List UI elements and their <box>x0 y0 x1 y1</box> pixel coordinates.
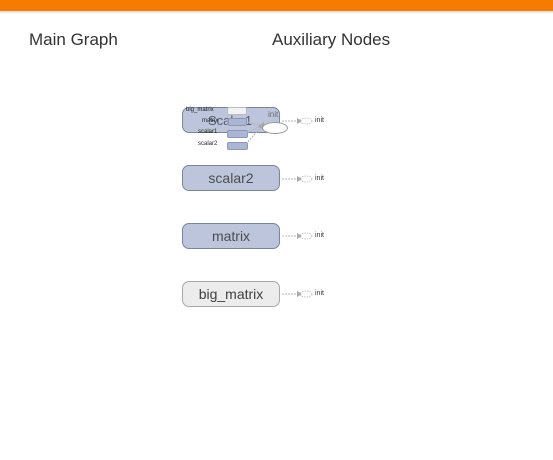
inner-label-big-matrix: big_matrix <box>186 107 214 113</box>
aux-node-scalar2[interactable]: scalar2 <box>182 165 280 191</box>
inner-label-matrix: matrix <box>202 118 219 124</box>
init-link-big-matrix <box>282 290 313 298</box>
init-label-big-matrix: init <box>315 290 324 297</box>
header-shadow <box>0 11 553 14</box>
inner-node-scalar1[interactable] <box>227 130 248 138</box>
inner-label-scalar1: scalar1 <box>198 129 218 135</box>
main-graph-title: Main Graph <box>29 30 118 49</box>
inner-node-big-matrix[interactable] <box>227 107 247 115</box>
header-accent-bar <box>0 0 553 11</box>
init-label-scalar2: init <box>315 175 324 182</box>
inner-node-scalar2[interactable] <box>227 142 248 150</box>
init-label-scalar1: init <box>315 117 324 124</box>
init-op-label: init <box>268 110 279 119</box>
inner-label-scalar2: scalar2 <box>198 141 218 147</box>
aux-node-matrix[interactable]: matrix <box>182 223 280 249</box>
init-link-scalar1 <box>282 117 313 125</box>
aux-node-big-matrix[interactable]: big_matrix <box>182 281 280 307</box>
init-op-node[interactable] <box>262 122 288 134</box>
inner-node-matrix[interactable] <box>228 118 247 126</box>
init-label-matrix: init <box>315 232 324 239</box>
auxiliary-nodes-title: Auxiliary Nodes <box>272 30 391 49</box>
init-link-matrix <box>282 232 313 240</box>
init-link-scalar2 <box>282 175 313 183</box>
